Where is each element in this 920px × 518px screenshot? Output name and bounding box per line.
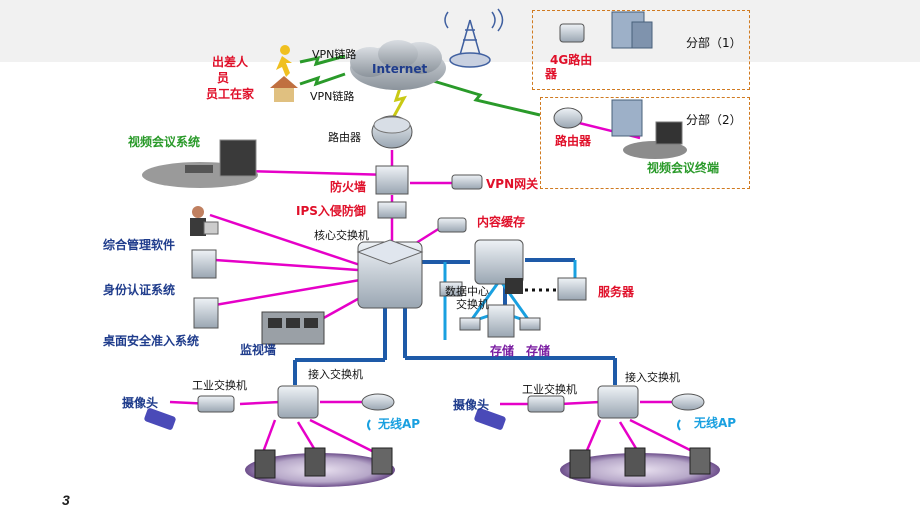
camera-left-icon bbox=[144, 408, 176, 430]
video-conf-system-icon bbox=[142, 139, 258, 188]
industrial-switch-right-icon bbox=[527, 395, 565, 413]
branch1-building-icon bbox=[611, 11, 653, 49]
title-band bbox=[0, 0, 920, 62]
branch1-4g-router-icon bbox=[559, 23, 585, 43]
video-conf-system-label: 视频会议系统 bbox=[128, 135, 201, 149]
dc-device-icon bbox=[439, 278, 523, 297]
access-switch-left-icon bbox=[277, 385, 319, 419]
storage-label-1: 存储 bbox=[490, 344, 515, 358]
storage-icon bbox=[459, 304, 541, 338]
camera-left-label: 摄像头 bbox=[122, 396, 159, 410]
ips-icon bbox=[377, 201, 407, 219]
content-cache-icon bbox=[437, 217, 467, 233]
monitor-wall-label: 监视墙 bbox=[240, 343, 277, 357]
vpn-gateway-label: VPN网关 bbox=[486, 177, 539, 191]
pc-group-right-icon bbox=[560, 447, 720, 487]
travel-staff-label-1: 出差人 bbox=[212, 55, 249, 69]
wireless-ap-left-icon bbox=[361, 393, 395, 431]
server-tower-icon bbox=[191, 249, 219, 329]
pc-group-left-icon bbox=[245, 447, 395, 487]
dc-switch-label-1: 数据中心 bbox=[445, 285, 489, 298]
internet-label: Internet bbox=[372, 62, 428, 76]
branch2-title: 分部（2） bbox=[686, 113, 742, 127]
branch2-building-icon bbox=[611, 99, 643, 137]
dc-switch-icon bbox=[474, 239, 524, 285]
vpn-lightning-links bbox=[299, 54, 541, 119]
vpn-gateway-icon bbox=[451, 174, 483, 190]
access-switch-left-label: 接入交换机 bbox=[308, 368, 363, 381]
core-switch-label: 核心交换机 bbox=[314, 229, 369, 242]
magenta-links bbox=[169, 120, 701, 457]
branch1-box bbox=[532, 10, 750, 90]
wireless-ap-right-icon bbox=[671, 393, 705, 431]
page-number: 3 bbox=[62, 492, 70, 508]
branch1-router-label-1: 4G路由 bbox=[550, 53, 593, 67]
server-icon bbox=[557, 277, 587, 301]
content-cache-label: 内容缓存 bbox=[477, 215, 526, 229]
main-router-label: 路由器 bbox=[328, 131, 361, 144]
branch2-router-icon bbox=[553, 107, 583, 129]
desktop-security-label: 桌面安全准入系统 bbox=[103, 334, 200, 348]
home-staff-label: 员工在家 bbox=[206, 87, 255, 101]
industrial-switch-right-label: 工业交换机 bbox=[522, 383, 577, 396]
branch1-title: 分部（1） bbox=[686, 36, 742, 50]
camera-right-label: 摄像头 bbox=[453, 398, 490, 412]
branch2-router-label: 路由器 bbox=[555, 134, 592, 148]
branch2-video-label: 视频会议终端 bbox=[647, 161, 720, 175]
core-switch-icon bbox=[356, 239, 424, 309]
auth-system-label: 身份认证系统 bbox=[103, 283, 176, 297]
branch2-video-terminal-icon bbox=[623, 121, 687, 159]
wireless-ap-right-label: 无线AP bbox=[694, 416, 737, 430]
travel-staff-label-2: 员 bbox=[217, 71, 230, 85]
operator-person-icon bbox=[190, 206, 219, 236]
ips-label: IPS入侵防御 bbox=[296, 204, 366, 218]
wireless-ap-left-label: 无线AP bbox=[378, 417, 421, 431]
branch2-box bbox=[540, 97, 750, 189]
vpn-link-bottom-label: VPN链路 bbox=[310, 90, 355, 103]
radio-tower-icon bbox=[444, 8, 504, 68]
internet-cloud-icon bbox=[350, 40, 446, 90]
industrial-switch-left-icon bbox=[197, 395, 235, 413]
home-icon bbox=[270, 76, 298, 102]
servers-label: 服务器 bbox=[598, 285, 635, 299]
firewall-label: 防火墙 bbox=[330, 180, 367, 194]
branch1-router-label-2: 器 bbox=[545, 67, 558, 81]
access-switch-right-label: 接入交换机 bbox=[625, 371, 680, 384]
monitor-wall-icon bbox=[261, 311, 325, 345]
firewall-icon bbox=[375, 165, 409, 195]
dc-switch-label-2: 交换机 bbox=[456, 298, 489, 311]
main-router-icon bbox=[371, 115, 413, 149]
vpn-link-top-label: VPN链路 bbox=[312, 48, 357, 61]
storage-label-2: 存储 bbox=[526, 344, 551, 358]
mgmt-software-label: 综合管理软件 bbox=[103, 238, 176, 252]
access-switch-right-icon bbox=[597, 385, 639, 419]
camera-right-icon bbox=[474, 408, 506, 430]
travel-staff-icon bbox=[276, 45, 292, 77]
industrial-switch-left-label: 工业交换机 bbox=[192, 379, 247, 392]
